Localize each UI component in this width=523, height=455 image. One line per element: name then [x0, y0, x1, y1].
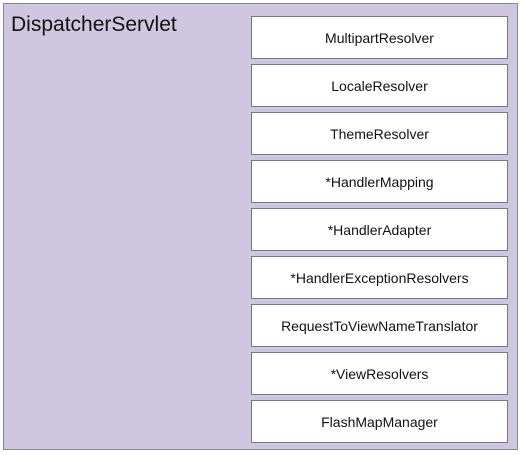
component-box-handler-adapter: *HandlerAdapter [251, 208, 508, 251]
component-box-multipart-resolver: MultipartResolver [251, 16, 508, 59]
container-title: DispatcherServlet [11, 13, 177, 36]
component-box-locale-resolver: LocaleResolver [251, 64, 508, 107]
component-box-flash-map-manager: FlashMapManager [251, 400, 508, 443]
component-box-handler-exception-resolvers: *HandlerExceptionResolvers [251, 256, 508, 299]
component-box-theme-resolver: ThemeResolver [251, 112, 508, 155]
component-box-handler-mapping: *HandlerMapping [251, 160, 508, 203]
dispatcher-servlet-container: DispatcherServlet MultipartResolver Loca… [3, 3, 518, 450]
component-box-view-resolvers: *ViewResolvers [251, 352, 508, 395]
component-box-request-to-view-name-translator: RequestToViewNameTranslator [251, 304, 508, 347]
